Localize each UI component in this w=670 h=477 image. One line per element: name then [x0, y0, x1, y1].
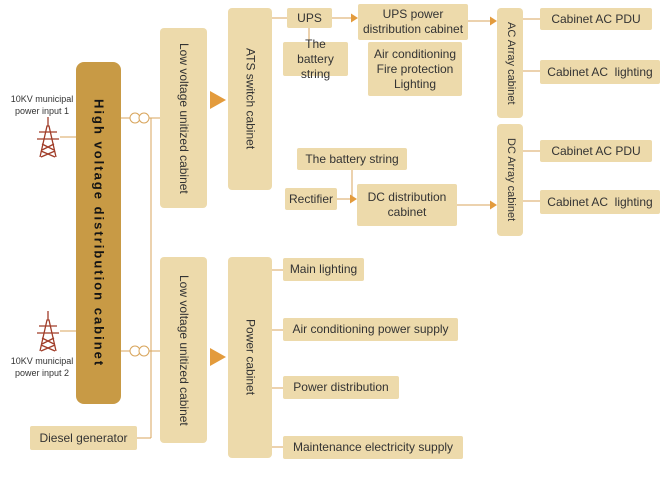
- flow-arrow-icon: [210, 348, 226, 366]
- ups-load-air-conditioning: Air conditioning: [373, 46, 457, 61]
- rectifier-box: Rectifier: [285, 188, 337, 210]
- ats-switch-cabinet: ATS switch cabinet: [228, 8, 272, 190]
- transformer-icon: [129, 112, 150, 124]
- low-voltage-unitized-cabinet-top: Low voltage unitized cabinet: [160, 28, 207, 208]
- transformer-icon: [129, 345, 150, 357]
- air-conditioning-power-supply-box: Air conditioning power supply: [283, 318, 458, 341]
- ups-power-distribution-cabinet: UPS power distribution cabinet: [358, 4, 468, 40]
- diesel-generator-box: Diesel generator: [30, 426, 137, 450]
- cabinet-ac-lighting-top: Cabinet AC lighting: [540, 60, 660, 84]
- ups-box: UPS: [287, 8, 332, 28]
- cabinet-ac-pdu-mid: Cabinet AC PDU: [540, 140, 652, 162]
- ups-load-lighting: Lighting: [393, 76, 437, 91]
- high-voltage-distribution-cabinet: High voltage distribution cabinet: [76, 62, 121, 404]
- dc-array-cabinet: DC Array cabinet: [497, 124, 523, 236]
- cabinet-ac-lighting-mid: Cabinet AC lighting: [540, 190, 660, 214]
- battery-string-dc-box: The battery string: [297, 148, 407, 170]
- power-input-1-label: 10KV municipal power input 1: [10, 94, 74, 116]
- main-lighting-box: Main lighting: [283, 258, 364, 281]
- power-input-2-label: 10KV municipal power input 2: [10, 356, 74, 378]
- maintenance-electricity-supply-box: Maintenance electricity supply: [283, 436, 463, 459]
- transmission-tower-icon: [37, 311, 59, 352]
- power-cabinet: Power cabinet: [228, 257, 272, 458]
- battery-string-ups-box: The battery string: [283, 37, 348, 81]
- ups-loads-box: Air conditioning Fire protection Lightin…: [368, 42, 462, 96]
- ac-array-cabinet: AC Array cabinet: [497, 8, 523, 118]
- ups-load-fire-protection: Fire protection: [376, 61, 454, 76]
- transmission-tower-icon: [37, 117, 59, 158]
- cabinet-ac-pdu-top: Cabinet AC PDU: [540, 8, 652, 30]
- power-distribution-box: Power distribution: [283, 376, 399, 399]
- flow-arrow-icon: [210, 91, 226, 109]
- low-voltage-unitized-cabinet-bottom: Low voltage unitized cabinet: [160, 257, 207, 443]
- dc-distribution-cabinet: DC distribution cabinet: [357, 184, 457, 226]
